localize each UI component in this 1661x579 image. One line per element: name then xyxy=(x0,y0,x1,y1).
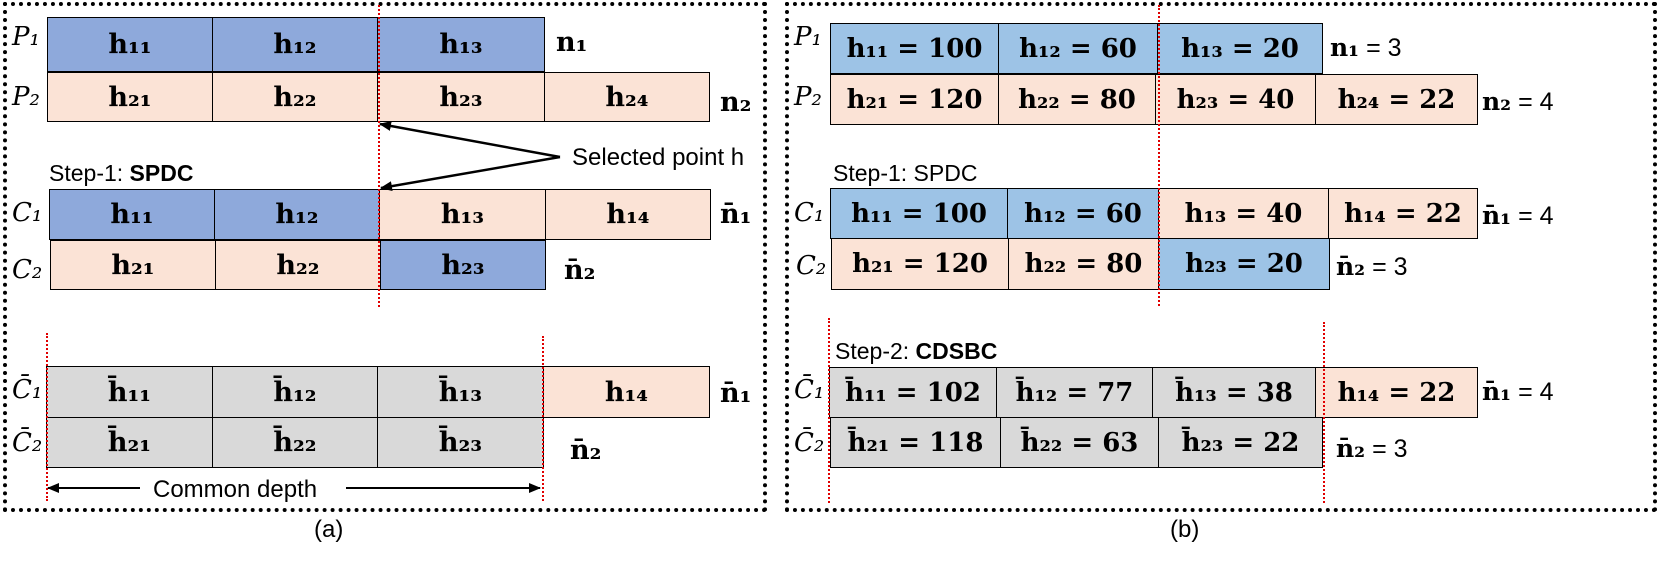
gene-cell: h̄₂₂ xyxy=(212,417,378,468)
step-1-name: SPDC xyxy=(129,160,194,186)
panel-b-caption: (b) xyxy=(1170,516,1200,543)
gene-cell: h₂₁ xyxy=(47,72,213,122)
depth-value: = 4 xyxy=(1511,378,1554,406)
cut-line xyxy=(378,5,380,307)
row-label-p1: P₁ xyxy=(12,22,40,52)
row-label-c1: C₁ xyxy=(12,198,43,228)
depth-symbol: n̄₁ xyxy=(1482,377,1512,406)
depth-label-n1: n₁ xyxy=(556,27,588,58)
step-2-prefix: Step-2: xyxy=(835,338,916,364)
gene-cell: h̄₂₃ xyxy=(377,417,544,468)
gene-cell: h₁₃ = 20 xyxy=(1157,23,1323,74)
gene-cell: h₂₄ = 22 xyxy=(1315,74,1478,125)
row-label-c1: C₁ xyxy=(794,198,825,228)
gene-cell: h₁₂ = 60 xyxy=(1007,188,1159,239)
row-label-p2: P₂ xyxy=(12,82,40,112)
gene-cell: h₁₄ xyxy=(545,189,711,240)
panel-a-caption: (a) xyxy=(314,516,344,543)
gene-cell: h₁₂ = 60 xyxy=(998,23,1158,74)
common-depth-line-left xyxy=(46,333,48,501)
gene-cell: h̄₁₁ = 102 xyxy=(829,367,997,418)
gene-cell: h₁₃ = 40 xyxy=(1158,188,1329,239)
row-label-c1-bar: C̄₁ xyxy=(12,375,43,405)
common-depth-line-left xyxy=(828,318,830,503)
depth-symbol: n̄₂ xyxy=(1336,434,1366,463)
depth-label-n2-bar-final: n̄₂ = 3 xyxy=(1336,434,1408,464)
gene-cell: h₂₂ xyxy=(215,240,381,290)
depth-label-n1-bar-final: n̄₁ xyxy=(720,378,752,409)
common-depth-line-right xyxy=(542,336,544,501)
depth-label-n1-bar: n̄₁ xyxy=(720,199,752,230)
row-label-p2: P₂ xyxy=(794,82,822,112)
common-depth-line-right xyxy=(1323,322,1325,503)
gene-cell: h₂₂ = 80 xyxy=(1008,238,1159,290)
gene-cell: h₁₂ xyxy=(212,17,378,72)
depth-value: = 3 xyxy=(1365,253,1408,281)
depth-value: = 3 xyxy=(1365,435,1408,463)
step-1-prefix: Step-1: xyxy=(49,160,130,186)
depth-value: = 4 xyxy=(1511,202,1554,230)
gene-cell: h₁₁ xyxy=(47,17,213,72)
gene-cell: h̄₁₂ xyxy=(212,366,378,418)
row-label-p1: P₁ xyxy=(794,22,822,52)
gene-cell: h₁₁ = 100 xyxy=(830,188,1008,239)
gene-cell: h₂₂ = 80 xyxy=(998,74,1156,125)
gene-cell: h̄₁₂ = 77 xyxy=(996,367,1153,418)
gene-cell: h₂₁ = 120 xyxy=(831,238,1009,290)
gene-cell: h₂₁ xyxy=(50,240,216,290)
depth-label-n1: n₁ = 3 xyxy=(1330,33,1402,63)
depth-label-n1-bar: n̄₁ = 4 xyxy=(1482,201,1554,231)
gene-cell: h̄₂₂ = 63 xyxy=(1000,417,1159,468)
gene-cell: h₁₁ xyxy=(49,189,215,240)
gene-cell: h̄₂₁ xyxy=(46,417,213,468)
depth-value: = 4 xyxy=(1511,88,1554,116)
gene-cell: h₂₃ = 40 xyxy=(1155,74,1316,125)
selected-point-arrow-lower xyxy=(380,155,561,192)
depth-label-n2: n₂ xyxy=(720,87,752,118)
depth-symbol: n₁ xyxy=(1330,33,1360,62)
gene-cell: h₂₂ xyxy=(212,72,378,122)
row-label-c2-bar: C̄₂ xyxy=(12,428,43,458)
step-2-name: CDSBC xyxy=(915,338,998,364)
panel-b xyxy=(785,2,1657,512)
gene-cell: h̄₂₁ = 118 xyxy=(830,417,1001,468)
gene-cell: h₁₄ = 22 xyxy=(1315,367,1478,418)
depth-symbol: n̄₂ xyxy=(1336,252,1366,281)
depth-label-n2-bar: n̄₂ xyxy=(564,255,596,286)
common-depth-label: Common depth xyxy=(153,476,318,503)
row-label-c2-bar: C̄₂ xyxy=(794,428,825,458)
row-label-c2: C₂ xyxy=(796,251,827,281)
gene-cell: h₂₃ xyxy=(380,240,546,290)
selected-point-arrow-upper xyxy=(379,121,561,159)
cut-line xyxy=(1158,5,1160,306)
depth-label-n2-bar-final: n̄₂ xyxy=(570,435,602,466)
depth-label-n1-bar-final: n̄₁ = 4 xyxy=(1482,377,1554,407)
gene-cell: h₁₄ = 22 xyxy=(1328,188,1478,239)
gene-cell: h₂₃ = 20 xyxy=(1158,238,1330,290)
gene-cell: h̄₁₃ = 38 xyxy=(1152,367,1316,418)
depth-value: = 3 xyxy=(1359,34,1402,62)
depth-label-n2: n₂ = 4 xyxy=(1482,87,1554,117)
depth-symbol: n₂ xyxy=(1482,87,1512,116)
gene-cell: h₁₁ = 100 xyxy=(830,23,999,74)
selected-point-label: Selected point h xyxy=(572,144,745,171)
step-1-label: Step-1: SPDC xyxy=(49,160,193,187)
gene-cell: h₂₄ xyxy=(544,72,710,122)
gene-cell: h₁₃ xyxy=(377,17,545,72)
panel-a xyxy=(3,2,767,512)
step-1-label: Step-1: SPDC xyxy=(833,160,978,186)
depth-label-n2-bar: n̄₂ = 3 xyxy=(1336,252,1408,282)
gene-cell: h̄₂₃ = 22 xyxy=(1158,417,1323,468)
step-2-label: Step-2: CDSBC xyxy=(835,338,997,365)
gene-cell: h₁₄ xyxy=(543,366,710,418)
row-label-c1-bar: C̄₁ xyxy=(794,375,825,405)
depth-symbol: n̄₁ xyxy=(1482,201,1512,230)
gene-cell: h₂₁ = 120 xyxy=(830,74,999,125)
row-label-c2: C₂ xyxy=(12,255,43,285)
